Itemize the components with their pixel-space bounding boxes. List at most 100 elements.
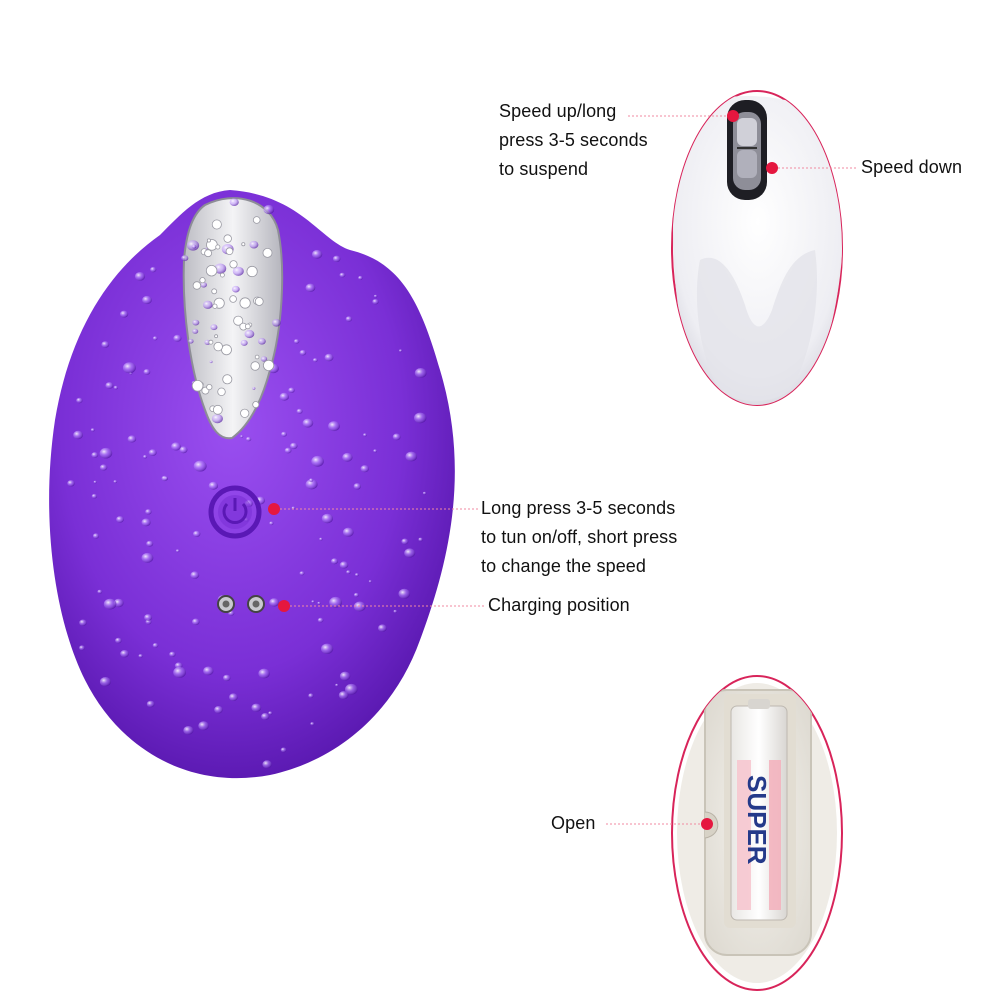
water-droplet (199, 277, 206, 284)
water-droplet (342, 452, 353, 462)
power-button (208, 485, 262, 539)
water-droplet (122, 362, 136, 374)
water-droplet (214, 334, 219, 339)
charging-pins (217, 595, 265, 613)
water-droplet (79, 619, 87, 626)
water-droplet (246, 265, 258, 278)
water-droplet (76, 397, 83, 404)
water-droplet (211, 414, 223, 424)
water-droplet (251, 703, 262, 712)
water-droplet (146, 700, 155, 708)
water-droplet (200, 282, 207, 288)
water-droplet (103, 598, 117, 610)
water-droplet (321, 513, 333, 524)
water-droplet (79, 645, 85, 651)
water-droplet (241, 242, 246, 247)
water-droplet (399, 349, 403, 353)
water-droplet (284, 447, 292, 454)
water-droplet (232, 266, 244, 276)
water-droplet (141, 518, 151, 527)
water-droplet (99, 677, 111, 687)
water-droplet (328, 421, 340, 432)
water-droplet (338, 691, 349, 700)
water-droplet (192, 281, 202, 290)
water-droplet (239, 297, 251, 309)
water-droplet (269, 521, 274, 526)
water-droplet (173, 666, 187, 678)
water-droplet (404, 548, 416, 558)
water-droplet (143, 369, 151, 375)
water-droplet (141, 552, 154, 563)
water-droplet (252, 216, 261, 224)
water-droplet (210, 324, 218, 331)
water-droplet (161, 475, 168, 482)
water-droplet (142, 295, 152, 305)
water-droplet (308, 693, 314, 698)
water-droplet (414, 368, 427, 378)
water-droplet (418, 537, 423, 542)
water-droplet (339, 671, 351, 681)
water-droplet (305, 283, 316, 292)
water-droplet (73, 430, 83, 440)
water-droplet (193, 460, 207, 472)
water-droplet (67, 480, 75, 487)
water-droplet (193, 530, 201, 538)
water-droplet (342, 527, 354, 537)
water-droplet (373, 294, 378, 298)
water-droplet (212, 303, 218, 309)
water-droplet (358, 275, 363, 280)
water-droplet (311, 600, 315, 603)
water-droplet (260, 356, 268, 362)
water-droplet (339, 561, 349, 569)
water-droplet (317, 601, 321, 605)
water-droplet (198, 721, 209, 731)
speed-up-callout-dot (727, 110, 739, 122)
water-droplet (175, 549, 180, 553)
water-droplet (392, 433, 401, 441)
water-droplet (212, 404, 223, 415)
water-droplet (231, 285, 240, 293)
water-droplet (99, 464, 108, 471)
water-droplet (393, 609, 398, 613)
water-droplet (319, 537, 323, 541)
water-droplet (335, 683, 339, 687)
water-droplet (92, 533, 100, 539)
water-droplet (183, 726, 194, 735)
water-droplet (368, 580, 372, 583)
water-droplet (329, 596, 342, 608)
power-label-line-2: to tun on/off, short press (481, 527, 678, 547)
water-droplet (214, 706, 223, 714)
water-droplet (209, 360, 213, 364)
water-droplet (262, 247, 273, 258)
water-droplet (219, 272, 225, 278)
water-droplet (262, 359, 275, 371)
water-droplet (339, 272, 346, 278)
water-droplet (302, 418, 314, 428)
water-droplet (192, 319, 200, 326)
water-droplet (263, 204, 275, 215)
water-droplet (91, 493, 98, 499)
water-droplet (120, 310, 129, 318)
water-droplet (208, 481, 219, 490)
water-droplet (360, 465, 369, 473)
water-droplet (345, 683, 358, 695)
water-droplet (252, 387, 256, 390)
water-droplet (116, 516, 124, 523)
water-droplet (405, 451, 418, 462)
water-droplet (91, 452, 99, 458)
water-droplet (222, 374, 233, 385)
water-droplet (115, 637, 122, 644)
charging-label-line-1: Charging position (488, 595, 630, 615)
power-label-line-3: to change the speed (481, 556, 647, 576)
water-droplet (101, 341, 110, 348)
water-droplet (229, 198, 239, 207)
water-droplet (252, 401, 260, 409)
water-droplet (229, 693, 238, 701)
water-droplet (414, 412, 427, 424)
speed-up-label-line-2: press 3-5 seconds (499, 130, 648, 150)
water-droplet (152, 336, 158, 341)
water-droplet (311, 455, 324, 467)
water-droplet (223, 674, 231, 682)
water-droplet (422, 491, 427, 495)
